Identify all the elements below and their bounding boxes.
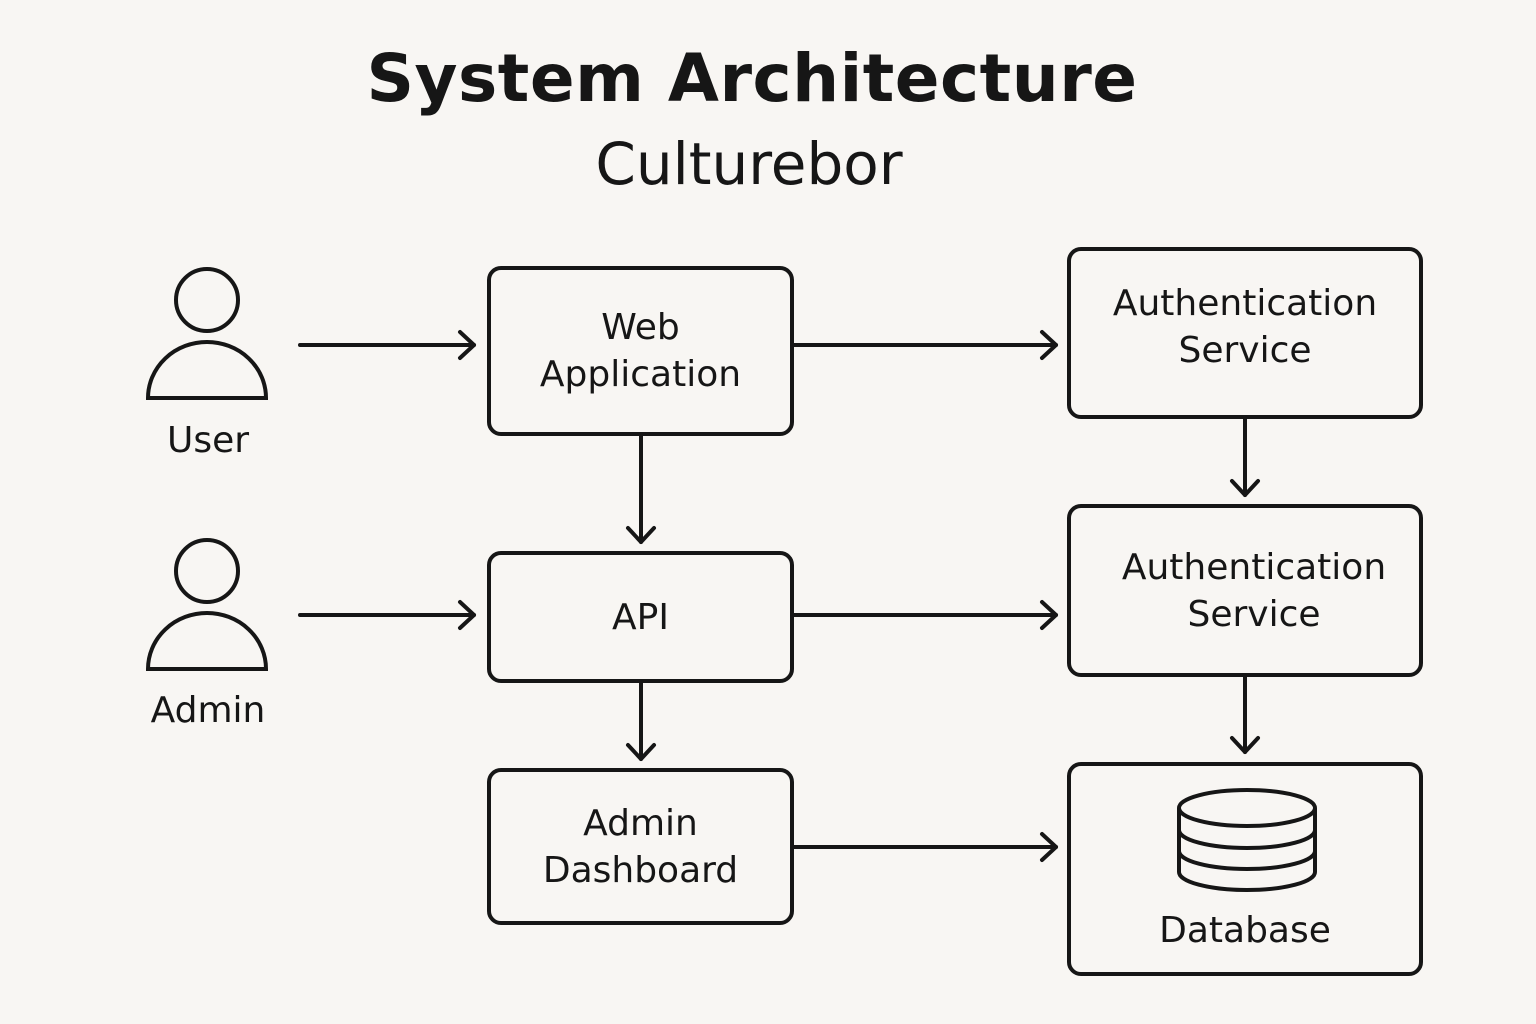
node-label-line: Web — [601, 307, 680, 348]
node-label-line: API — [612, 596, 669, 638]
node-authentication-service-middle: Authentication Service — [1067, 504, 1423, 677]
user-icon — [145, 267, 269, 400]
diagram-title: System Architecture — [366, 40, 1138, 117]
arrow-auth-service-to-auth-service — [1230, 417, 1260, 497]
node-api: API — [487, 551, 794, 683]
arrow-api-to-admin-dashboard — [626, 681, 656, 761]
actor-label-user: User — [166, 420, 250, 461]
arrow-web-application-to-api — [626, 434, 656, 544]
node-label-line: Dashboard — [542, 849, 739, 891]
node-label-database: Database — [1159, 910, 1331, 951]
node-admin-dashboard: Admin Dashboard — [487, 768, 794, 925]
node-label-line: Application — [539, 354, 742, 395]
node-label-line: Authentication — [1112, 283, 1378, 324]
arrow-api-to-auth-service — [792, 600, 1058, 630]
arrow-user-to-web-application — [298, 330, 476, 360]
node-authentication-service-top: Authentication Service — [1067, 247, 1423, 419]
actor-label-admin: Admin — [150, 690, 266, 731]
node-label-line: Service — [1187, 593, 1321, 635]
node-label-line: Authentication — [1121, 546, 1387, 588]
node-web-application: Web Application — [487, 266, 794, 436]
arrow-auth-service-to-database — [1230, 675, 1260, 754]
admin-user-icon — [145, 538, 269, 671]
diagram-subtitle: Culturebor — [595, 130, 903, 198]
arrow-admin-dashboard-to-database — [792, 832, 1058, 862]
arrow-web-application-to-auth-service — [792, 330, 1058, 360]
database-icon — [1177, 788, 1317, 892]
node-label-line: Admin — [583, 802, 698, 844]
arrow-admin-to-api — [298, 600, 476, 630]
node-label-line: Service — [1178, 330, 1312, 371]
